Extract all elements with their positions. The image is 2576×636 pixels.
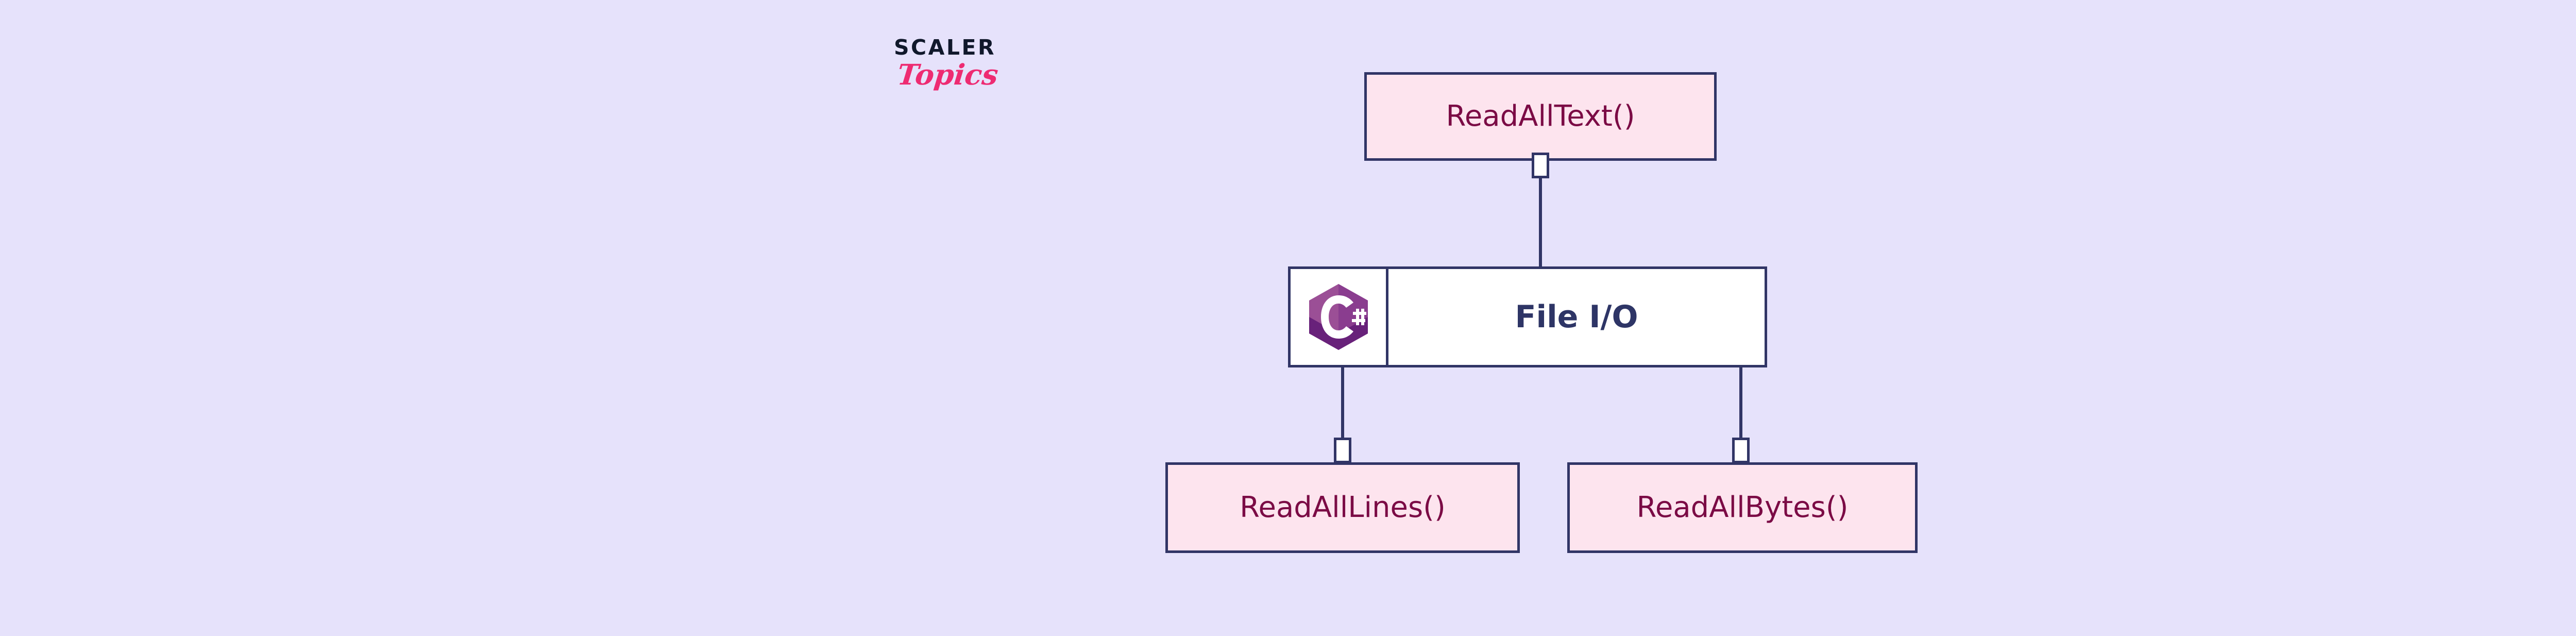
- logo-scaler-text: SCALER: [894, 35, 996, 60]
- node-label: ReadAllBytes(): [1636, 491, 1849, 524]
- node-read-all-lines[interactable]: ReadAllLines(): [1165, 462, 1528, 561]
- node-read-all-bytes[interactable]: ReadAllBytes(): [1567, 462, 1926, 561]
- connector-line-bottom-left: [1341, 367, 1344, 451]
- connector-node-top: [1532, 153, 1549, 178]
- node-read-all-text[interactable]: ReadAllText(): [1364, 72, 1725, 169]
- csharp-logo-cell: [1291, 269, 1388, 365]
- node-label: ReadAllText(): [1446, 99, 1635, 133]
- scaler-topics-logo: SCALER Topics: [894, 37, 1059, 109]
- csharp-logo-icon: [1309, 284, 1368, 350]
- node-label: ReadAllLines(): [1240, 491, 1446, 524]
- node-file-io[interactable]: File I/O: [1288, 266, 1767, 367]
- file-io-text-cell: File I/O: [1388, 269, 1765, 365]
- logo-topics-text: Topics: [895, 58, 1000, 91]
- connector-line-top: [1539, 177, 1542, 268]
- connector-line-bottom-right: [1739, 367, 1742, 451]
- node-label: File I/O: [1515, 299, 1638, 335]
- connector-node-bottom-right: [1732, 438, 1750, 463]
- connector-node-bottom-left: [1334, 438, 1351, 463]
